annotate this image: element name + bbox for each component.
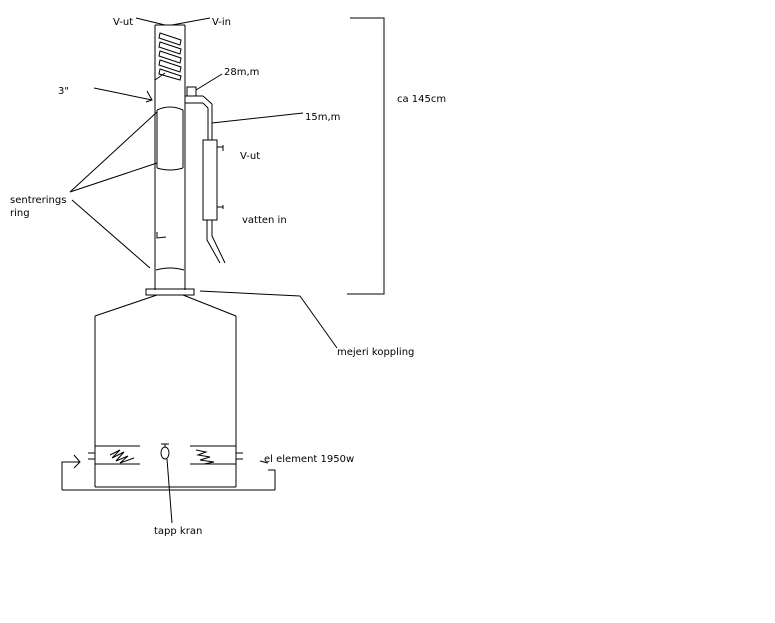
heating-element-right <box>190 445 243 465</box>
label-height: ca 145cm <box>397 94 446 105</box>
milk-coupling <box>145 288 195 296</box>
label-3-inch: 3" <box>58 86 69 97</box>
height-bracket <box>347 17 385 295</box>
boiler <box>94 294 237 488</box>
label-v-ut-top: V-ut <box>113 17 133 28</box>
label-15mm: 15m,m <box>305 112 340 123</box>
label-v-ut-side: V-ut <box>240 151 260 162</box>
label-centering-ring-2: ring <box>10 208 30 219</box>
label-tap: tapp kran <box>154 526 202 537</box>
column <box>154 24 186 290</box>
label-coupling: mejeri koppling <box>337 347 414 358</box>
heating-element-left <box>88 445 140 465</box>
label-heating-element: el element 1950w <box>264 454 354 465</box>
centering-ring-tube <box>155 106 185 271</box>
product-condenser <box>202 139 226 264</box>
outlet-pipe-28mm <box>185 86 213 140</box>
label-vatten-in: vatten in <box>242 215 287 226</box>
label-28mm: 28m,m <box>224 67 259 78</box>
label-centering-ring-1: sentrerings <box>10 195 66 206</box>
leader-lines <box>69 17 338 524</box>
base-stand <box>61 454 276 491</box>
label-v-in-top: V-in <box>212 17 231 28</box>
cooling-coil <box>158 32 182 81</box>
tap-valve <box>160 443 170 460</box>
